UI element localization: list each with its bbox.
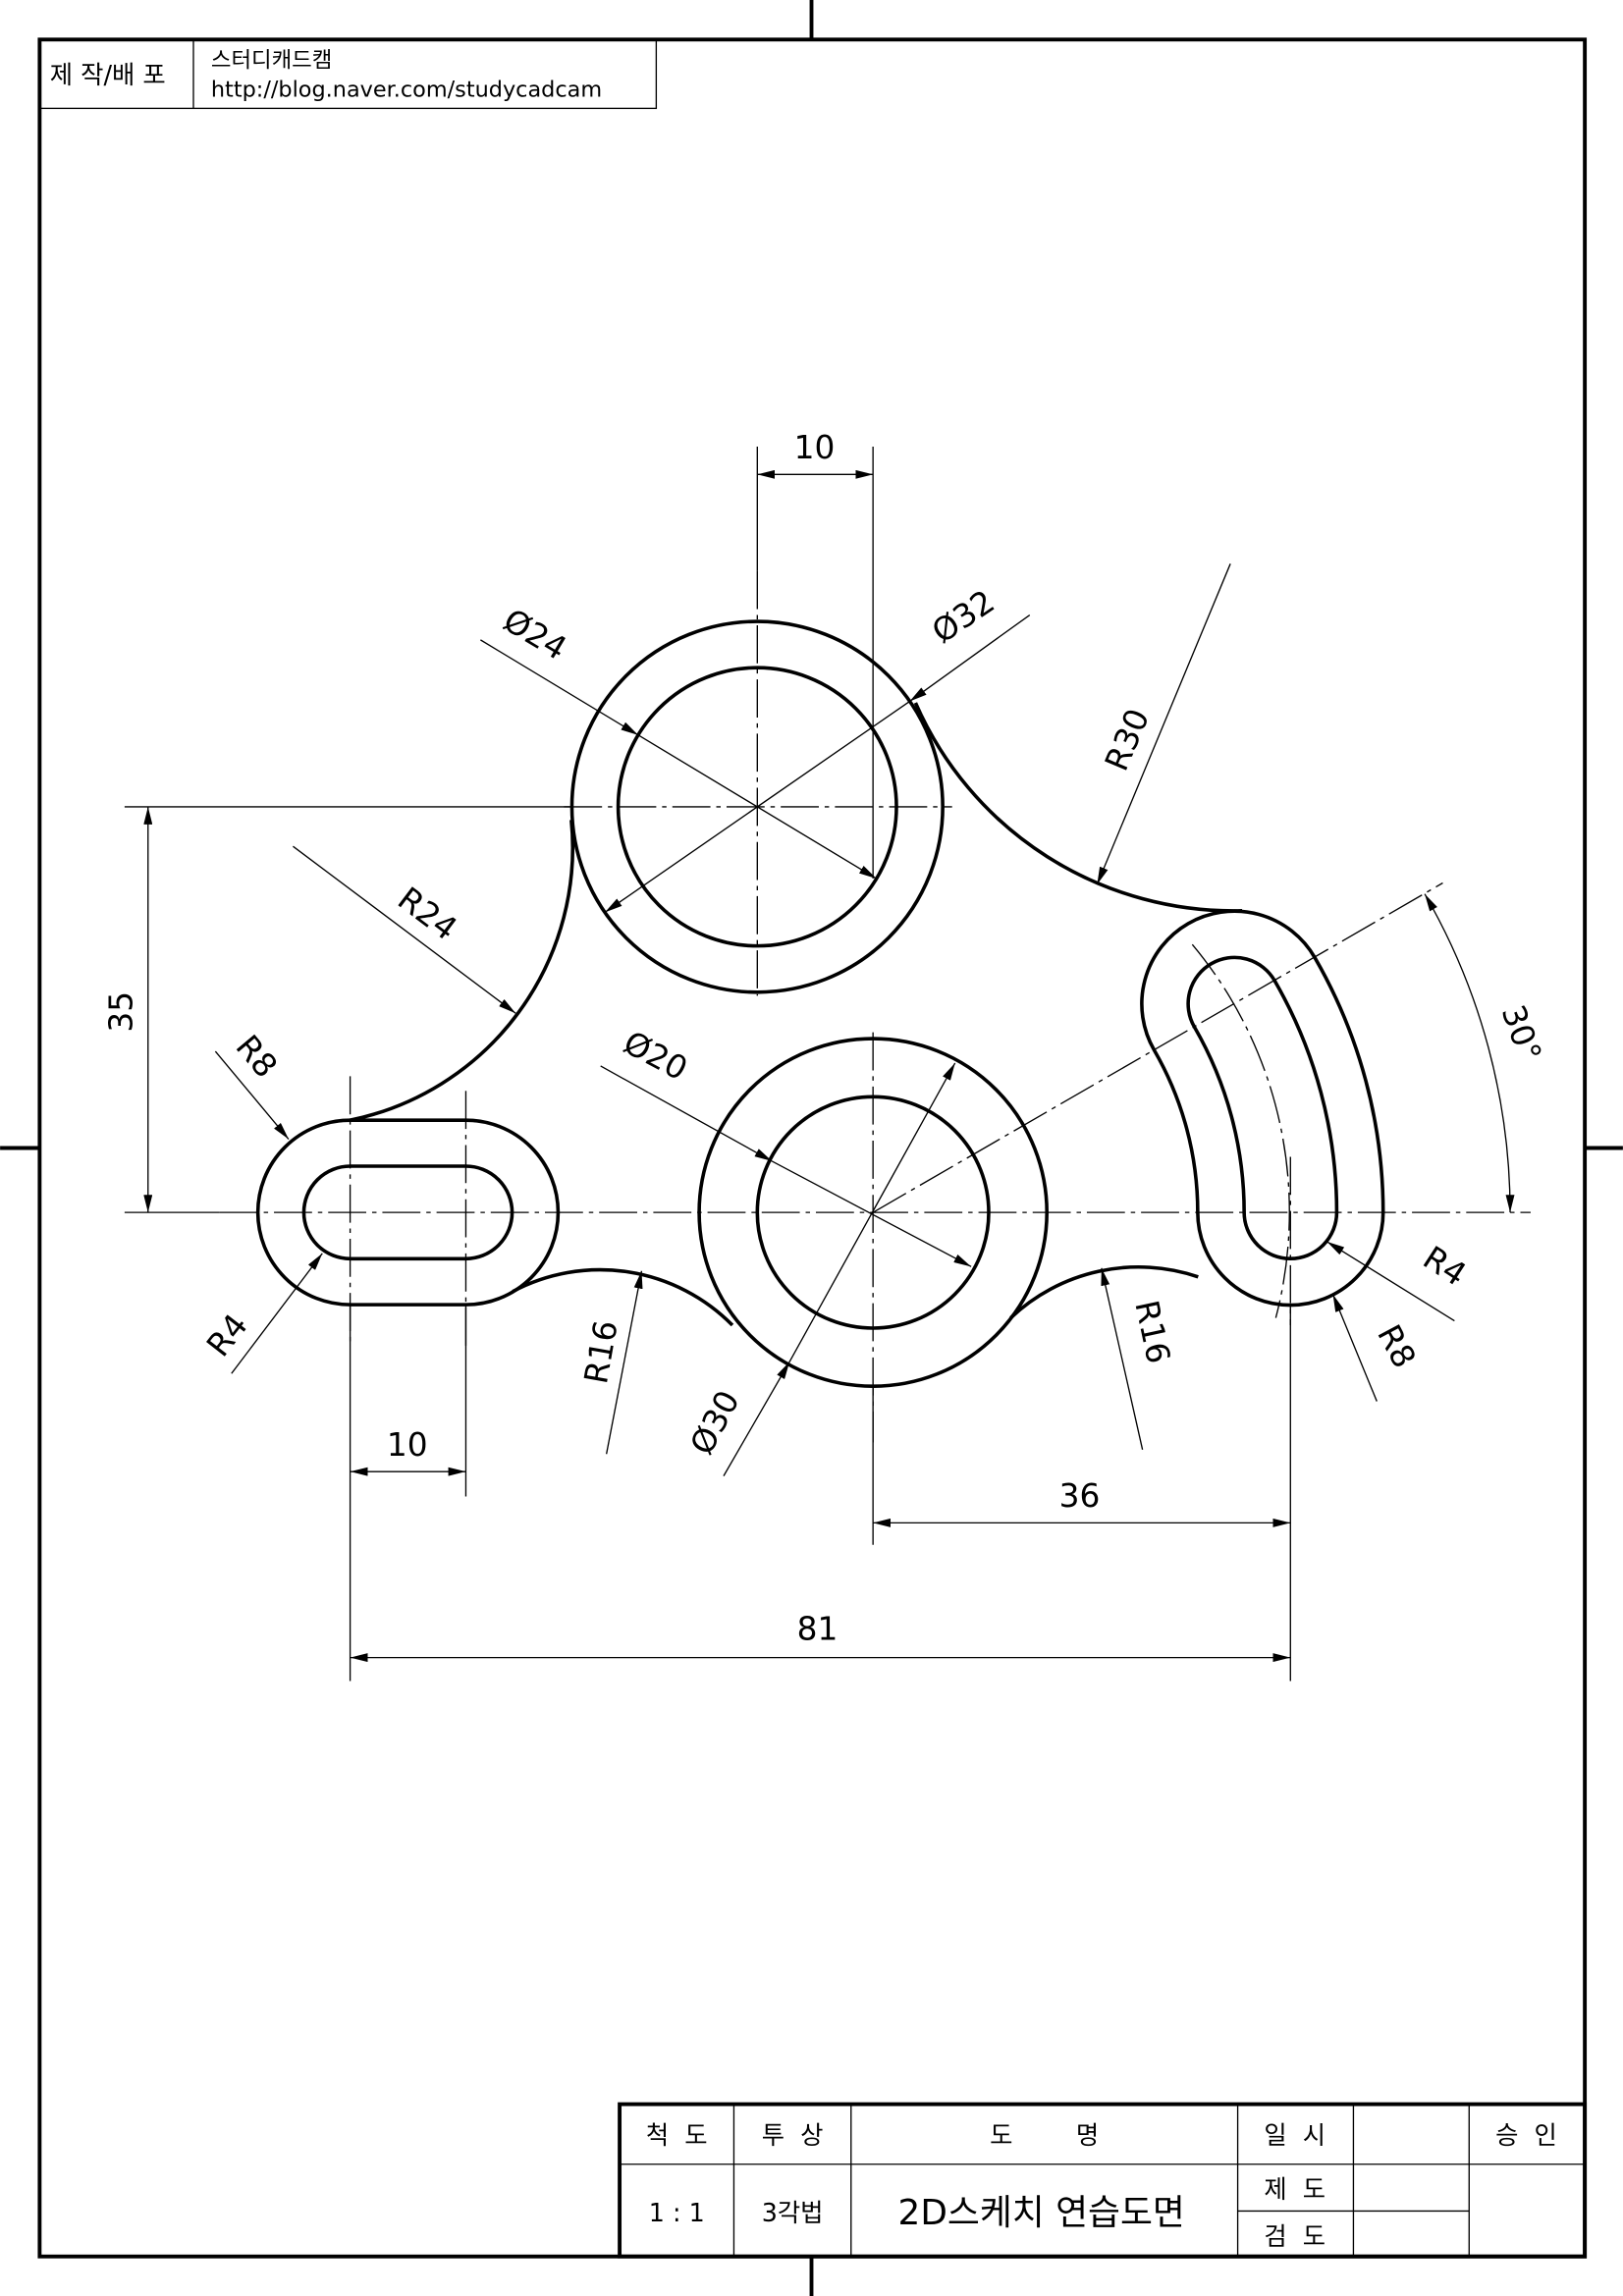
- dim-r30: R30: [1098, 703, 1157, 775]
- dim-dia20: Ø20: [618, 1024, 693, 1088]
- projection-label: 투 상: [762, 2120, 824, 2150]
- scale-label: 척 도: [646, 2120, 708, 2150]
- approval-label: 승 인: [1495, 2120, 1557, 2150]
- dimensions: 10 Ø24 Ø32 R30 R24 35 R8 R4 Ø20 Ø30 R16 …: [102, 429, 1548, 1682]
- left-slot-inner: [301, 1164, 514, 1261]
- header-company: 스터디캐드캠: [211, 48, 332, 74]
- dim-81: 81: [797, 1611, 839, 1648]
- date-label: 일 시: [1264, 2120, 1325, 2150]
- author-header: 제 작/배 포 스터디캐드캠 http://blog.naver.com/stu…: [38, 38, 658, 110]
- dim-r16-left: R16: [577, 1317, 625, 1386]
- drawing-name-label: 도 명: [990, 2120, 1099, 2150]
- dim-r4-right: R4: [1417, 1239, 1473, 1294]
- r24-blend: [350, 820, 575, 1122]
- dim-dia30: Ø30: [683, 1385, 747, 1461]
- dim-top-width: 10: [794, 429, 836, 466]
- dim-r8-right: R8: [1370, 1318, 1423, 1373]
- right-slot-outer: [1140, 909, 1385, 1308]
- top-inner-circle: [616, 666, 898, 948]
- r30-blend: [913, 702, 1243, 913]
- dim-r16-right: R16: [1127, 1297, 1177, 1366]
- dim-dia32: Ø32: [925, 583, 1001, 651]
- dim-r24: R24: [391, 880, 463, 947]
- top-outer-circle: [569, 619, 945, 994]
- scale-value: 1 : 1: [649, 2198, 705, 2227]
- part-outline: [255, 619, 1385, 1388]
- dim-angle-30: 30°: [1494, 1000, 1549, 1067]
- center-lines: [219, 570, 1531, 1443]
- drawing-name: 2D스케치 연습도면: [898, 2193, 1185, 2233]
- dim-height-35: 35: [102, 991, 139, 1033]
- checked-label: 검 도: [1264, 2221, 1325, 2251]
- dim-36: 36: [1059, 1477, 1101, 1515]
- bottom-inner-circle: [755, 1095, 991, 1330]
- dim-dia24: Ø24: [497, 602, 572, 667]
- drafted-label: 제 도: [1264, 2174, 1325, 2204]
- dim-r4-left: R4: [199, 1307, 255, 1363]
- title-block: 척 도 투 상 도 명 일 시 승 인 1 : 1 3각법 2D스케치 연습도면…: [618, 2102, 1588, 2259]
- header-label: 제 작/배 포: [50, 60, 166, 89]
- header-url[interactable]: http://blog.naver.com/studycadcam: [211, 77, 602, 102]
- right-slot-inner: [1186, 955, 1339, 1261]
- dim-slot-width: 10: [387, 1426, 428, 1464]
- r16-left-blend: [512, 1267, 734, 1327]
- r16-right-blend: [1009, 1265, 1199, 1319]
- projection-value: 3각법: [762, 2198, 824, 2227]
